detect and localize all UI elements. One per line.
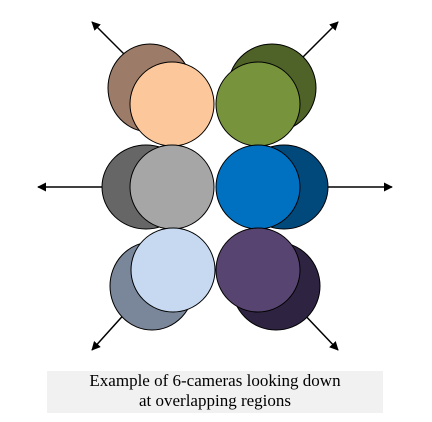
camera-bottom-right-front-lens [215,227,301,313]
camera-top-right-front-lens [215,61,301,147]
figure-caption: Example of 6-cameras looking down at ove… [47,371,383,413]
caption-line-2: at overlapping regions [138,391,291,410]
caption-line-1: Example of 6-cameras looking down [89,371,341,390]
camera-middle-right-front-lens [215,144,301,230]
camera-overlap-diagram [37,21,393,351]
camera-top-left-front-lens [129,61,215,147]
camera-bottom-left-front-lens [130,227,216,313]
camera-middle-left-front-lens [129,144,215,230]
arrow-up-right [299,21,339,61]
